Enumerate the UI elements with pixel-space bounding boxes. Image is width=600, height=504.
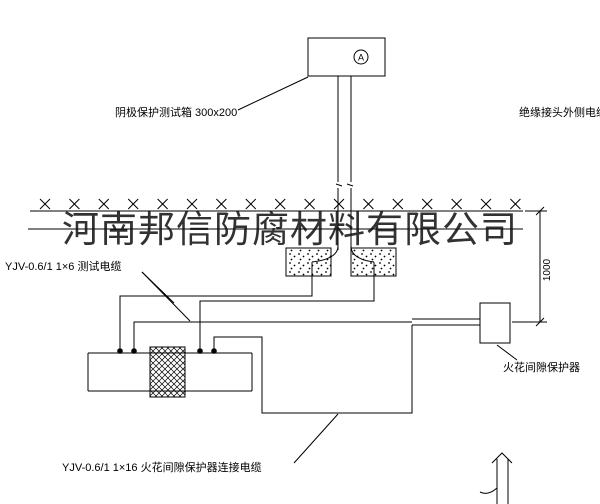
connection-cable-leader	[293, 413, 339, 464]
right-cable-label: 绝缘接头外侧电缆	[519, 105, 600, 119]
cable-hook-left	[311, 245, 339, 263]
concrete-block-left	[285, 247, 332, 277]
depth-dimension-text: 1000	[542, 258, 553, 281]
test-box-label: 阴极保护测试箱 300x200	[115, 105, 237, 119]
connection-cable-label: YJV-0.6/1 1×16 火花间隙保护器连接电缆	[62, 460, 262, 474]
watermark-text: 河南邦信防腐材料有限公司	[62, 209, 518, 250]
pipe-riser-symbol	[479, 452, 513, 504]
test-cable-leader-2	[141, 271, 191, 322]
test-cable-label: YJV-0.6/1 1×6 测试电缆	[5, 260, 121, 273]
test-cable-right	[199, 262, 375, 351]
cable-connection-points	[117, 348, 217, 354]
depth-dimension	[512, 206, 547, 327]
test-box	[307, 37, 386, 77]
test-box-meter-icon	[353, 49, 369, 65]
spark-protector-label: 火花间隙保护器	[503, 360, 580, 374]
spark-cable-left	[133, 321, 412, 351]
test-cable-left	[119, 262, 313, 351]
test-box-leader-line	[237, 76, 309, 111]
cable-hook-right	[350, 245, 375, 263]
spark-cable-right	[213, 325, 413, 414]
ground-hatch-marks	[39, 198, 521, 210]
spark-protector-leader-line	[496, 344, 518, 361]
insulating-joint	[149, 346, 186, 398]
test-box-marker-letter: A	[358, 53, 364, 63]
spark-gap-protector	[479, 302, 511, 344]
conduit-riser	[335, 76, 354, 250]
